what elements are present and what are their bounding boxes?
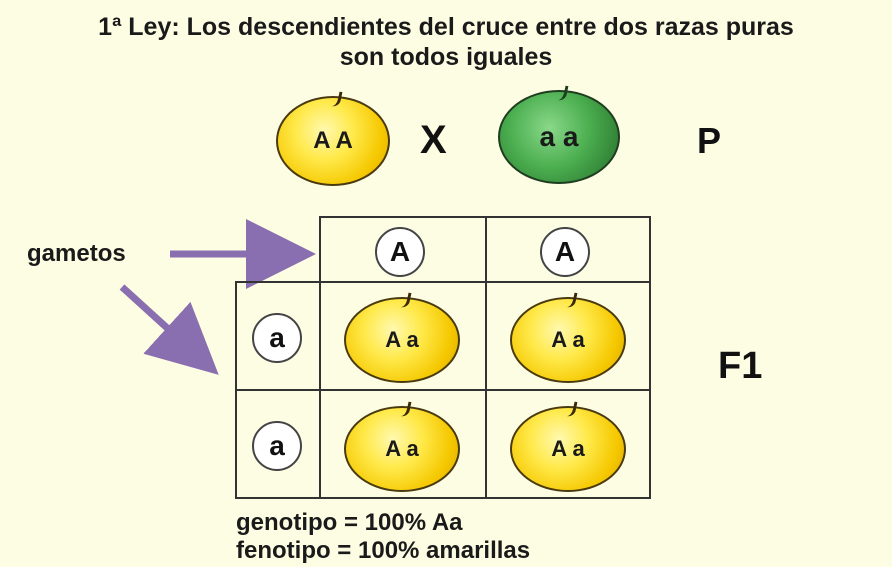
- diagram-title: 1ª Ley: Los descendientes del cruce entr…: [0, 12, 892, 72]
- grid-line: [319, 216, 321, 499]
- row-allele-2: a: [252, 421, 302, 471]
- parent-genotype-dominant: A A: [313, 127, 353, 154]
- parent-genotype-recessive: a a: [539, 121, 579, 152]
- grid-line: [235, 389, 651, 391]
- offspring-genotype: A a: [385, 436, 419, 461]
- stem-icon: [565, 291, 578, 309]
- title-line-2: son todos iguales: [339, 43, 553, 71]
- offspring-genotype: A a: [551, 327, 585, 352]
- cross-symbol: X: [420, 118, 447, 162]
- grid-line: [485, 216, 487, 499]
- stem-icon: [399, 400, 412, 418]
- genotype-summary: genotipo = 100% Aa: [236, 509, 463, 536]
- offspring-pea: A a: [510, 291, 626, 383]
- grid-line: [235, 497, 651, 499]
- grid-line: [649, 216, 651, 499]
- stem-icon: [399, 291, 412, 309]
- parent-green-pea: a a: [498, 84, 620, 184]
- title-line-1: 1ª Ley: Los descendientes del cruce entr…: [98, 13, 794, 41]
- offspring-pea: A a: [344, 291, 460, 383]
- offspring-pea: A a: [344, 400, 460, 492]
- offspring-genotype: A a: [385, 327, 419, 352]
- arrow-to-side-alleles: [119, 284, 219, 375]
- grid-line: [235, 281, 651, 283]
- gametes-label: gametos: [27, 240, 126, 267]
- generation-label-f1: F1: [718, 345, 763, 387]
- row-allele-1: a: [252, 313, 302, 363]
- parent-yellow-pea: A A: [276, 90, 390, 186]
- generation-label-p: P: [697, 120, 722, 161]
- offspring-pea: A a: [510, 400, 626, 492]
- stem-icon: [565, 400, 578, 418]
- column-allele-1: A: [375, 227, 425, 277]
- offspring-genotype: A a: [551, 436, 585, 461]
- grid-line: [235, 281, 237, 499]
- phenotype-summary: fenotipo = 100% amarillas: [236, 537, 531, 564]
- column-allele-2: A: [540, 227, 590, 277]
